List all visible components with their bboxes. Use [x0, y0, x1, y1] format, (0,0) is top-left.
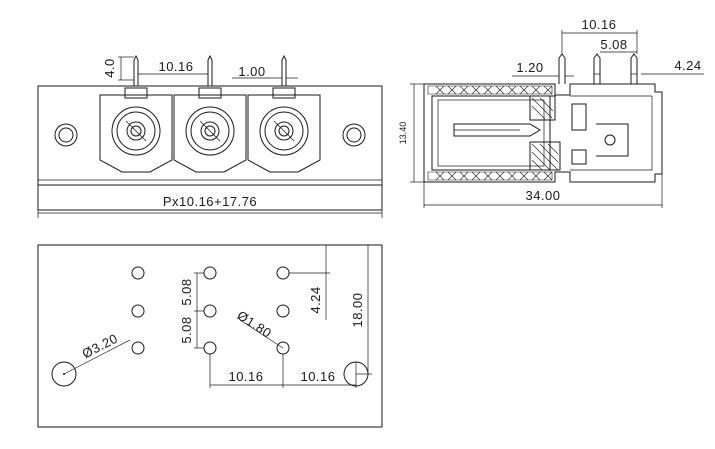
- side-pin-thickness-label: 1.20: [516, 60, 543, 75]
- pcb-row-spacing-1-label: 5.08: [179, 278, 194, 305]
- side-height-label: 13.40: [398, 122, 408, 145]
- terminal-block-1: [99, 87, 173, 173]
- pcb-row-spacing-2-label: 5.08: [179, 316, 194, 343]
- side-pin-offset-mid-label: 5.08: [600, 37, 627, 52]
- pcb-height-label: 18.00: [350, 292, 365, 327]
- side-depth-label: 34.00: [525, 188, 560, 203]
- terminal-block-2: [173, 87, 247, 173]
- mount-hole-left: [51, 361, 77, 387]
- pcb-offset-y-label: 4.24: [308, 286, 323, 313]
- pcb-layout-view: 5.08 5.08 Ø1.80 Ø3.20 10.16 10.16 4.24 1…: [37, 244, 383, 428]
- front-total-length-label: Px10.16+17.76: [163, 194, 257, 209]
- front-pin-width-label: 1.00: [238, 64, 265, 79]
- hatch-lines-top: [435, 85, 553, 95]
- front-pitch-label: 10.16: [158, 59, 193, 74]
- terminal-block-3: [247, 87, 321, 173]
- pcb-hole-diameter-label: Ø1.80: [234, 308, 274, 341]
- pcb-pitch-1-label: 10.16: [228, 369, 263, 384]
- side-right-offset-label: 4.24: [674, 58, 701, 73]
- pcb-mount-hole-diameter-label: Ø3.20: [80, 331, 121, 362]
- side-view: 10.16 5.08 1.20 4.24 13.40 34.00: [398, 17, 704, 208]
- front-pin-height-label: 4.0: [102, 58, 117, 78]
- side-pin-offset-top-label: 10.16: [581, 17, 616, 32]
- hatch-lines-bottom: [435, 171, 553, 181]
- front-view: 4.0 10.16 1.00 Px10.16+17.76: [37, 54, 383, 218]
- pcb-pitch-2-label: 10.16: [300, 369, 335, 384]
